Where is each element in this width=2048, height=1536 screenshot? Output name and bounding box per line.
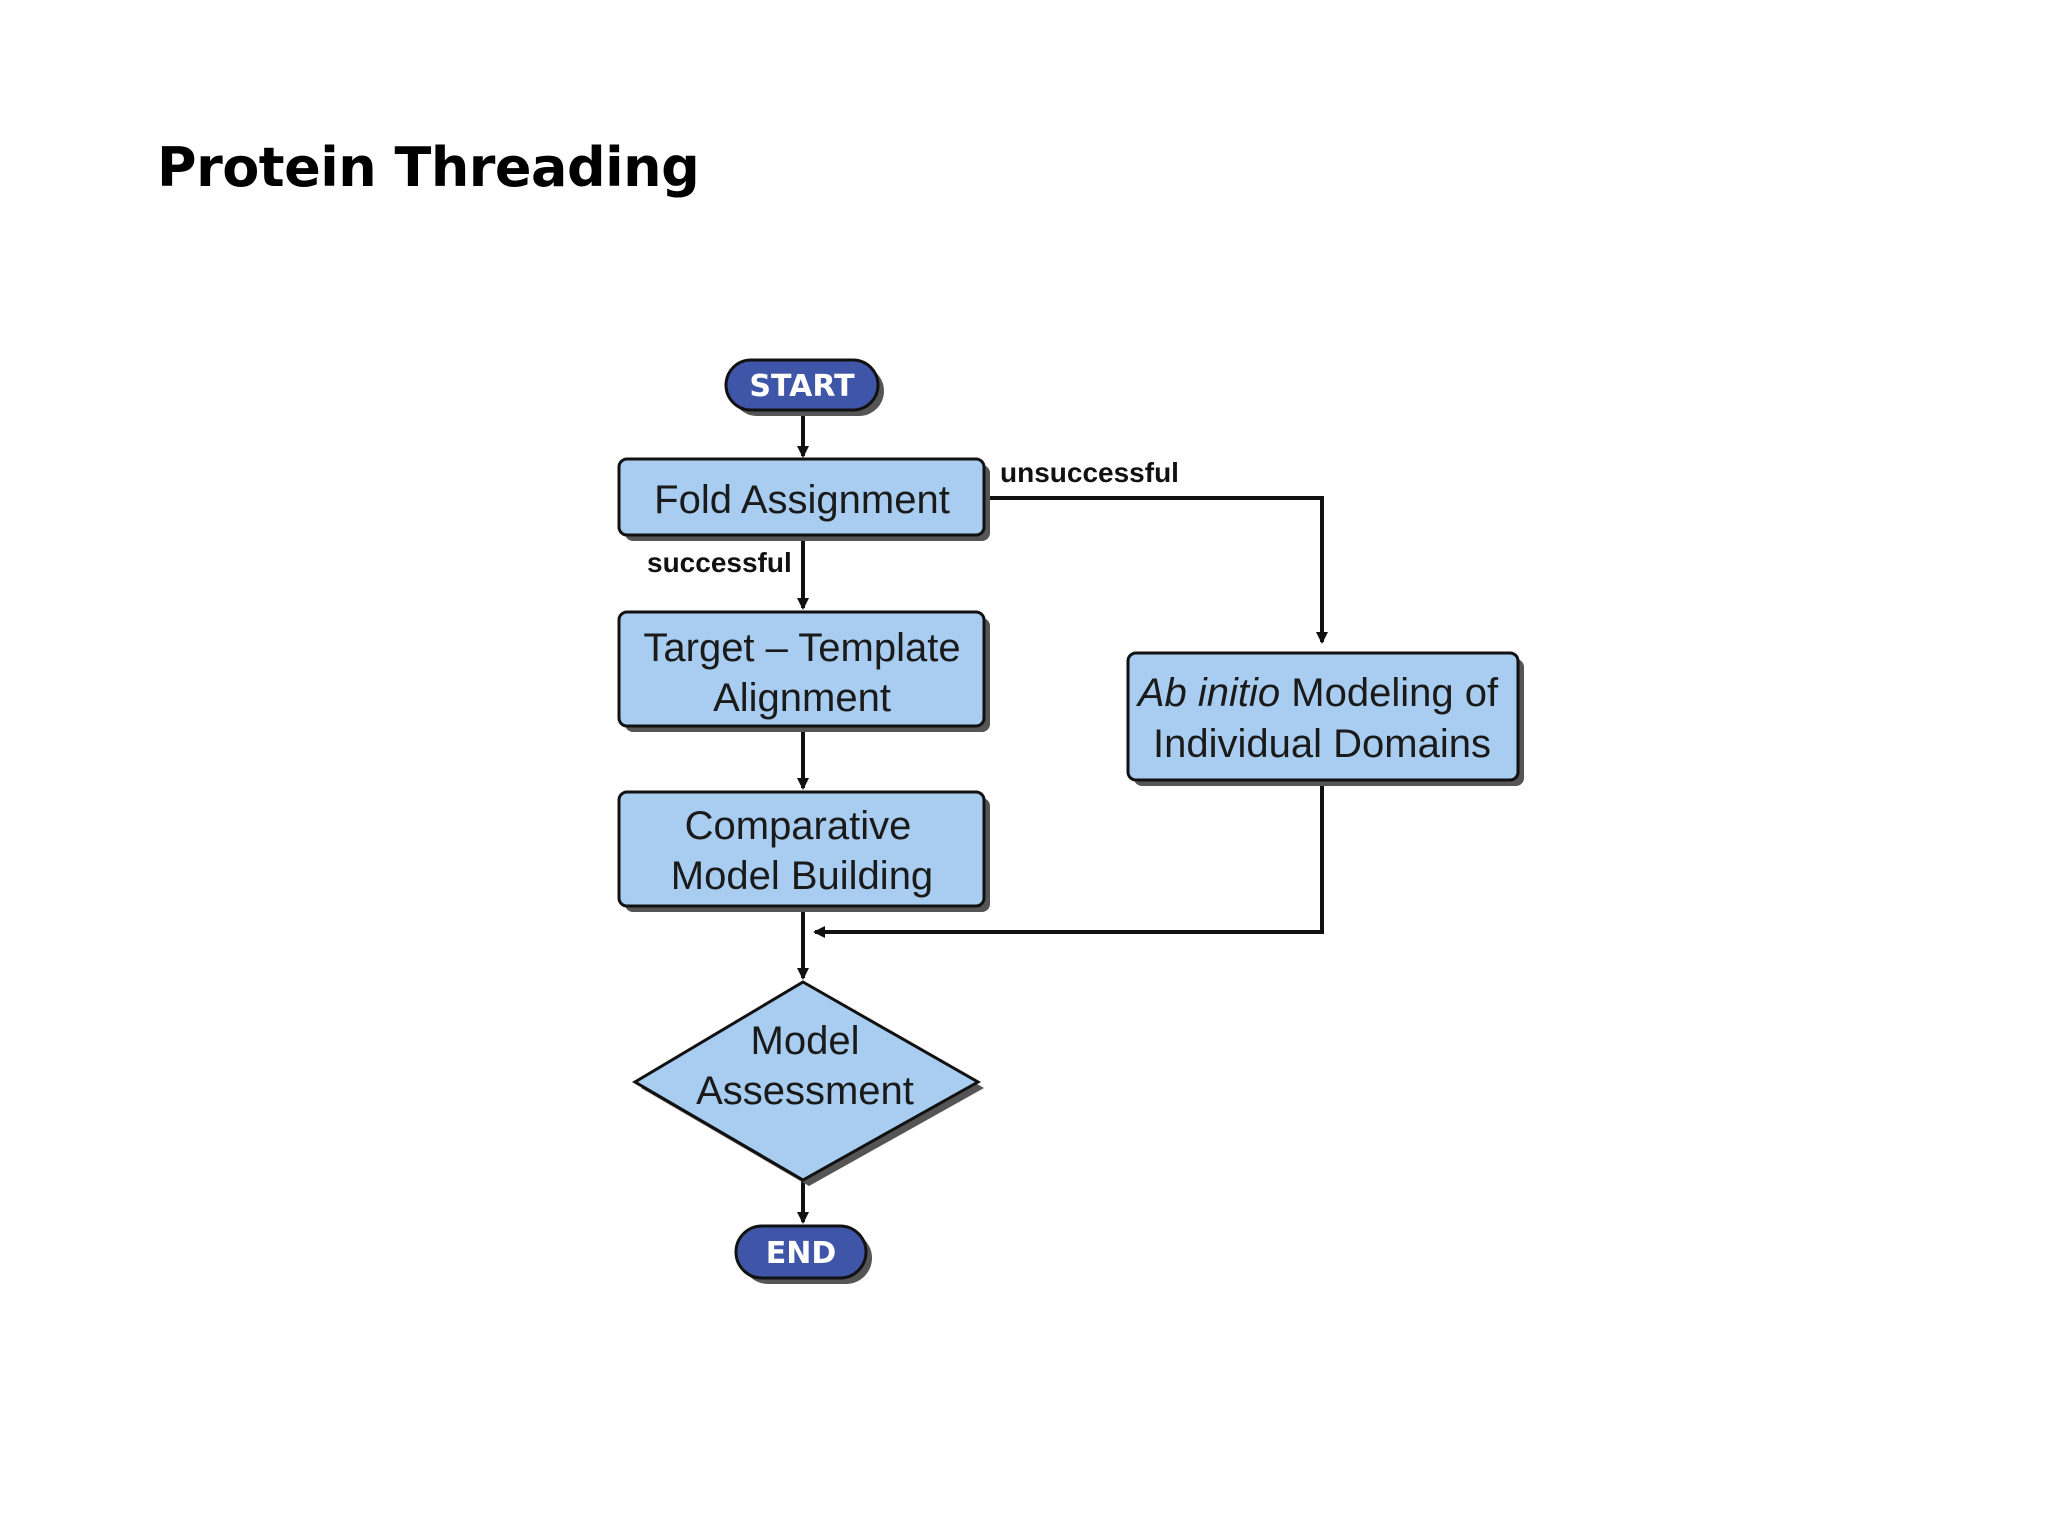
end-label: END xyxy=(766,1236,837,1271)
alignment-label-line1: Target – Template xyxy=(643,626,960,670)
ab-initio-rest: Modeling of xyxy=(1280,671,1499,715)
edge-label-successful: successful xyxy=(647,547,792,578)
model-building-label-line1: Comparative xyxy=(685,804,912,848)
edge-label-unsuccessful: unsuccessful xyxy=(1000,457,1179,488)
fold-assignment-label: Fold Assignment xyxy=(654,478,950,522)
model-building-label-line2: Model Building xyxy=(671,854,933,898)
model-assessment-label-line2: Assessment xyxy=(696,1069,914,1113)
fold-assignment-box: Fold Assignment xyxy=(617,457,990,541)
alignment-label-line2: Alignment xyxy=(713,676,891,720)
end-terminal: END xyxy=(734,1224,872,1284)
ab-initio-italic: Ab initio xyxy=(1136,671,1280,715)
start-terminal: START xyxy=(724,358,884,416)
start-label: START xyxy=(749,369,855,404)
connectors xyxy=(797,414,1328,1224)
ab-initio-label-line2: Individual Domains xyxy=(1153,722,1491,766)
model-assessment-label-line1: Model xyxy=(751,1019,860,1063)
alignment-box: Target – Template Alignment xyxy=(617,610,990,732)
connector-fold-to-abinitio xyxy=(988,496,1328,644)
connector-abinitio-to-merge xyxy=(813,784,1324,938)
ab-initio-box: Ab initio Modeling of Individual Domains xyxy=(1126,651,1524,786)
model-building-box: Comparative Model Building xyxy=(617,790,990,912)
page-title: Protein Threading xyxy=(157,136,700,199)
ab-initio-label-line1: Ab initio Modeling of xyxy=(1136,671,1499,715)
model-assessment-decision: Model Assessment xyxy=(632,980,984,1186)
